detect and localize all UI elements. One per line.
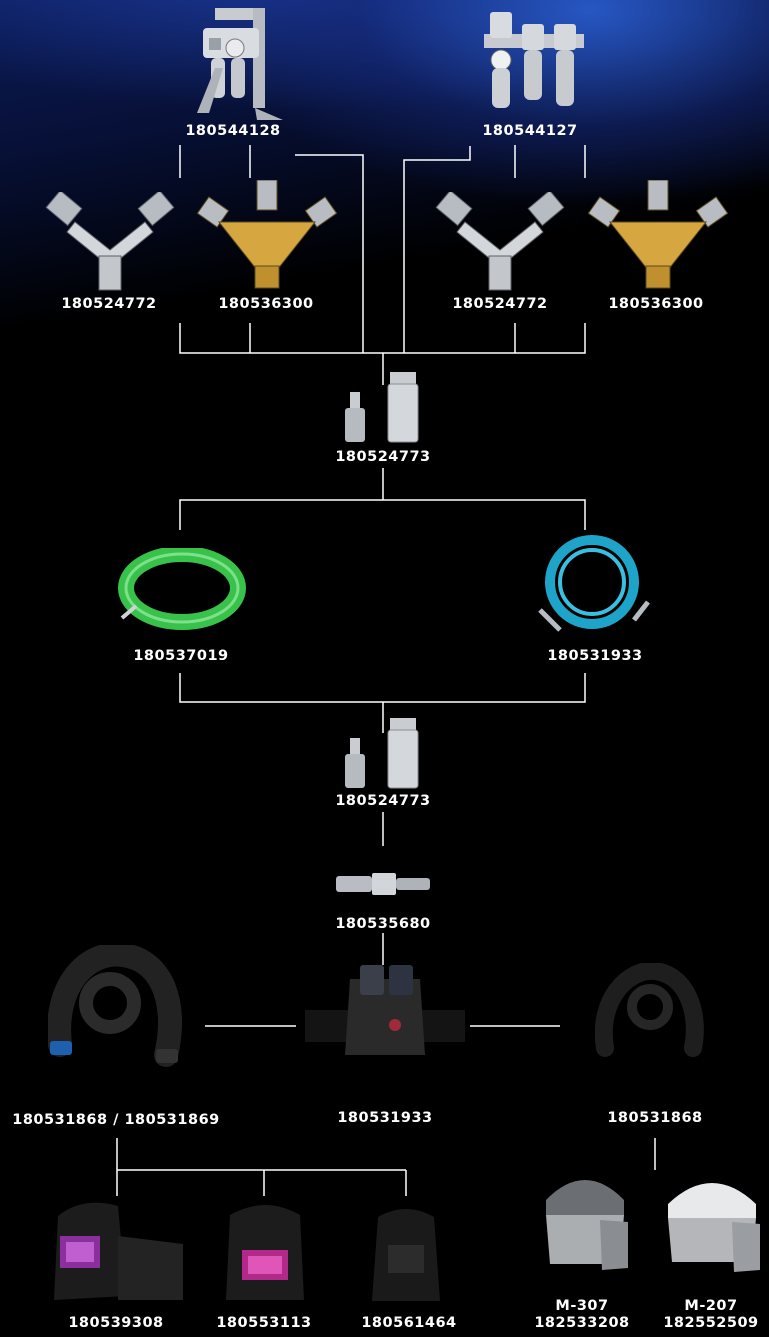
helmet-2-label: 180553113 bbox=[216, 1315, 311, 1332]
welding-helmet-1-image bbox=[48, 1196, 188, 1306]
branch-fitting-2-image bbox=[588, 180, 728, 290]
belt-unit-label: 180531933 bbox=[337, 1110, 432, 1127]
headtop-2-model-label: M-207 bbox=[684, 1298, 737, 1315]
breathing-tube-right-label: 180531868 bbox=[607, 1110, 702, 1127]
y-fitting-2-image bbox=[435, 192, 565, 292]
connector-image bbox=[336, 870, 432, 898]
blue-hose-image bbox=[530, 530, 658, 638]
breathing-tube-right-image bbox=[595, 963, 705, 1058]
coupler-top-label: 180524773 bbox=[335, 449, 430, 466]
breathing-tube-left-label: 180531868 / 180531869 bbox=[12, 1112, 220, 1129]
branch-fitting-1-label: 180536300 bbox=[218, 296, 313, 313]
green-hose-image bbox=[118, 548, 246, 630]
regulator-left-label: 180544128 bbox=[185, 123, 280, 140]
headtop-m307-image bbox=[540, 1160, 630, 1272]
breathing-tube-left-image bbox=[48, 945, 183, 1070]
belt-unit-image bbox=[305, 965, 465, 1065]
welding-helmet-2-image bbox=[220, 1200, 310, 1306]
filter-regulator-left-image bbox=[195, 8, 285, 120]
coupler-mid-image bbox=[340, 718, 430, 790]
filter-regulator-right-image bbox=[484, 10, 584, 118]
headtop-m207-image bbox=[662, 1162, 762, 1274]
helmet-3-label: 180561464 bbox=[361, 1315, 456, 1332]
headtop-1-code-label: 182533208 bbox=[534, 1315, 629, 1332]
green-hose-label: 180537019 bbox=[133, 648, 228, 665]
blue-hose-label: 180531933 bbox=[547, 648, 642, 665]
headtop-1-model-label: M-307 bbox=[555, 1298, 608, 1315]
y-fitting-1-label: 180524772 bbox=[61, 296, 156, 313]
branch-fitting-2-label: 180536300 bbox=[608, 296, 703, 313]
y-fitting-2-label: 180524772 bbox=[452, 296, 547, 313]
y-fitting-1-image bbox=[45, 192, 175, 292]
coupler-top-image bbox=[340, 372, 430, 444]
headtop-2-code-label: 182552509 bbox=[663, 1315, 758, 1332]
welding-helmet-3-image bbox=[366, 1205, 446, 1305]
coupler-mid-label: 180524773 bbox=[335, 793, 430, 810]
connector-label: 180535680 bbox=[335, 916, 430, 933]
branch-fitting-1-image bbox=[197, 180, 337, 290]
helmet-1-label: 180539308 bbox=[68, 1315, 163, 1332]
regulator-right-label: 180544127 bbox=[482, 123, 577, 140]
